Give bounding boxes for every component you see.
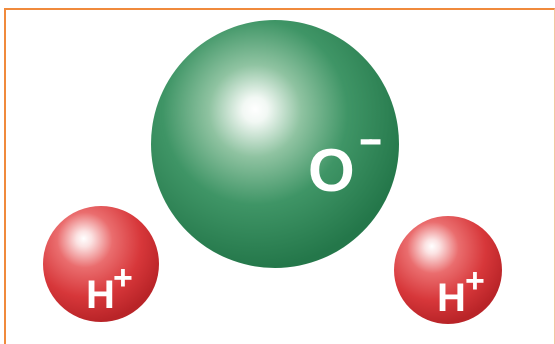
hydrogen-charge-right: + (465, 262, 485, 300)
hydrogen-symbol-right: H (437, 276, 466, 320)
hydrogen-symbol-left: H (86, 273, 115, 317)
hydrogen-sphere-right (394, 216, 502, 324)
oxygen-symbol: O (308, 137, 355, 204)
oxygen-atom: O -- (151, 20, 399, 268)
hydrogen-charge-left: + (113, 259, 133, 297)
hydrogen-atom-right: H + (394, 216, 502, 324)
hydrogen-atom-left: H + (43, 206, 159, 322)
hydrogen-sphere-left (43, 206, 159, 322)
oxygen-sphere (151, 20, 399, 268)
